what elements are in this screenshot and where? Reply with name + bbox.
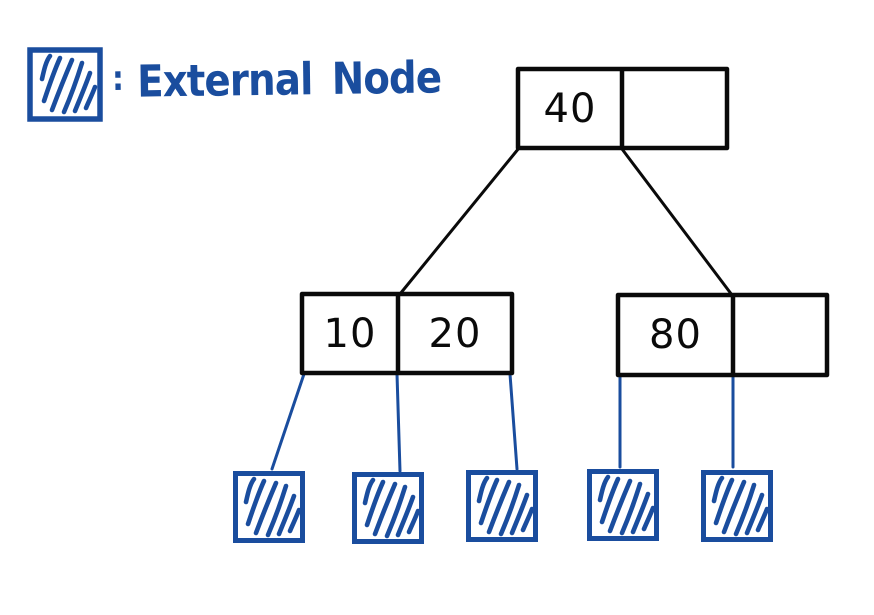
legend-colon: : [111,58,124,99]
legend-caption: : External Node [111,41,442,118]
edge-left-child-to-external-2 [395,372,402,473]
edge-root-to-left-child [398,146,521,296]
edge-left-child-to-external-3 [508,372,519,471]
external-node-3 [466,470,538,542]
left-child-node-box [299,291,515,376]
external-node-1 [233,471,305,543]
external-node-5 [701,470,773,542]
edge-root-to-right-child [620,147,734,297]
external-node-4 [587,469,659,541]
edge-left-child-to-external-1 [270,372,306,471]
external-node-2 [352,472,424,544]
root-node-box [515,66,730,151]
right-child-node-box [615,292,830,378]
legend-label-external: External [136,53,313,108]
hatched-square-icon [27,47,103,122]
legend-label-node: Node [331,51,442,105]
